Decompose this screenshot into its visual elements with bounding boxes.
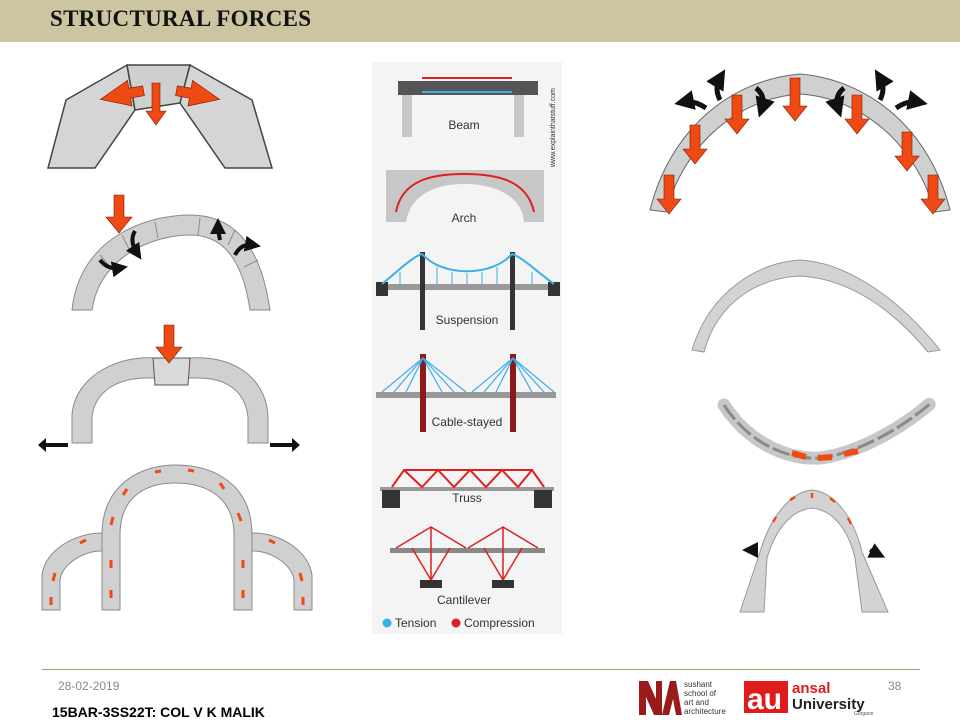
hanging-chain-diagram <box>717 395 939 465</box>
footer-date: 28-02-2019 <box>58 679 120 693</box>
bridge-types-panel: Beam www.explainthatstuff.com Arch Suspe… <box>372 62 562 634</box>
label-suspension: Suspension <box>436 313 499 327</box>
arch-block-diagram <box>47 63 274 169</box>
cantilever-bridge: Cantilever <box>390 526 545 607</box>
truss-bridge: Truss <box>380 468 554 508</box>
title-bar <box>0 0 960 42</box>
ansal-mark: au <box>747 683 782 716</box>
label-beam: Beam <box>448 118 479 132</box>
ssaa-logo-line-3: art and <box>684 698 709 707</box>
plain-arch-diagram <box>691 259 941 353</box>
arch-bridge: Arch <box>386 170 544 225</box>
right-arch-diagrams <box>649 69 951 613</box>
label-arch: Arch <box>452 211 477 225</box>
cable-stayed-bridge: Cable-stayed <box>376 354 556 432</box>
ansal-university-logo: au ansal University Gurgaon <box>744 680 874 717</box>
page-number: 38 <box>888 679 902 693</box>
ssaa-logo-line-4: architecture <box>684 707 726 716</box>
beam-bridge: Beam www.explainthatstuff.com <box>398 77 557 168</box>
legend-compression-marker <box>451 618 461 628</box>
footer-divider <box>42 669 920 670</box>
ssaa-logo-line-1: sushant <box>684 680 713 689</box>
bridge-types-graphic: Beam www.explainthatstuff.com Arch Suspe… <box>376 77 560 630</box>
label-cantilever: Cantilever <box>437 593 491 607</box>
catenary-arch-diagram <box>739 489 889 613</box>
ssaa-logo: sushant school of art and architecture <box>639 680 726 716</box>
loaded-arch-diagram <box>649 69 951 215</box>
ansal-logo-line-1: ansal <box>792 680 830 697</box>
ssaa-logo-line-2: school of <box>684 689 717 698</box>
legend-tension-label: Tension <box>395 616 436 630</box>
ansal-logo-line-2: University <box>792 696 865 713</box>
watermark-text: www.explainthatstuff.com <box>550 88 557 168</box>
arch-thrust-diagram <box>71 357 269 444</box>
course-code: 15BAR-3SS22T: COL V K MALIK <box>52 704 265 720</box>
label-truss: Truss <box>452 491 482 505</box>
compound-arch-diagram <box>41 464 313 611</box>
suspension-bridge: Suspension <box>376 252 560 330</box>
legend-compression-label: Compression <box>464 616 535 630</box>
compression-flow-marks <box>49 468 305 605</box>
left-arch-diagrams <box>38 63 313 611</box>
ansal-logo-line-3: Gurgaon <box>854 711 874 717</box>
legend: Tension Compression <box>382 616 535 630</box>
legend-tension-marker <box>382 618 392 628</box>
page-title: STRUCTURAL FORCES <box>50 6 312 31</box>
label-cable-stayed: Cable-stayed <box>432 415 503 429</box>
